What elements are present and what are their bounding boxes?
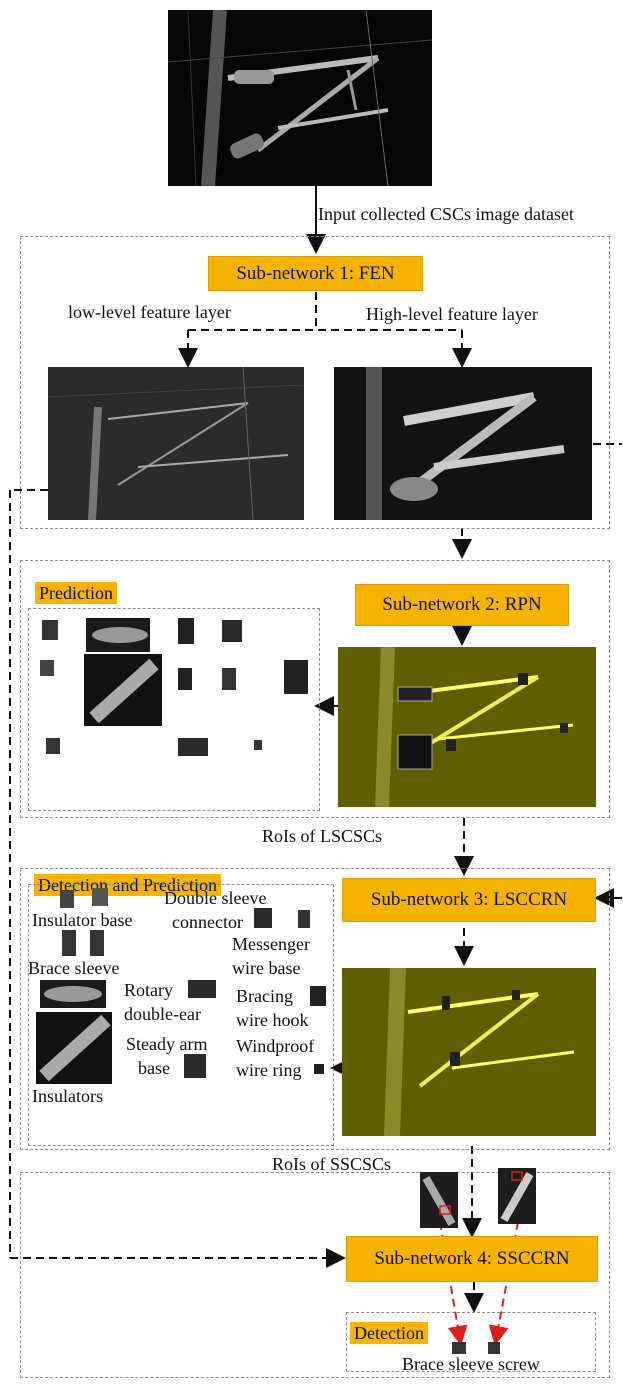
label-double-sleeve-1: Double sleeve xyxy=(164,888,267,908)
steady-arm-thumb xyxy=(184,1054,206,1078)
label-windproof-2: wire ring xyxy=(236,1060,302,1080)
ssc-caption: RoIs of SSCSCs xyxy=(272,1154,392,1174)
rpn-title: Sub-network 2: RPN xyxy=(355,584,569,626)
lsccrn-output-image xyxy=(342,968,596,1136)
label-messenger-2: wire base xyxy=(232,958,301,978)
pred-thumb xyxy=(178,668,192,690)
lsccrn-section xyxy=(20,868,610,1150)
pred-thumb xyxy=(178,738,208,756)
pred-thumb xyxy=(222,620,242,642)
pred-thumb xyxy=(46,738,60,754)
label-double-sleeve-2: connector xyxy=(172,912,243,932)
ssc-crop-left xyxy=(420,1172,458,1228)
insulator-thumb xyxy=(40,980,106,1008)
prediction-tag: Prediction xyxy=(35,582,117,604)
rpn-section xyxy=(20,560,610,818)
brace-sleeve-thumb xyxy=(62,930,76,956)
insulators-thumb xyxy=(36,1012,112,1084)
ssccrn-section xyxy=(20,1172,610,1378)
fen-title: Sub-network 1: FEN xyxy=(208,256,423,291)
label-steady-2: base xyxy=(138,1058,170,1078)
label-brace-sleeve: Brace sleeve xyxy=(28,958,120,978)
input-caption: Input collected CSCs image dataset xyxy=(318,204,574,224)
ssccrn-detection-box xyxy=(346,1312,596,1372)
label-steady-1: Steady arm xyxy=(126,1034,208,1054)
insulator-base-thumb xyxy=(60,890,74,908)
pred-thumb xyxy=(178,618,194,644)
pred-thumb xyxy=(254,740,262,750)
pred-thumb xyxy=(222,668,236,690)
high-level-label: High-level feature layer xyxy=(366,304,538,324)
detected-screw-left xyxy=(452,1342,466,1354)
detected-screw-right xyxy=(488,1342,500,1354)
label-rotary-2: double-ear xyxy=(124,1004,201,1024)
rotary-thumb xyxy=(188,980,216,998)
pred-thumb xyxy=(84,654,162,726)
low-level-label: low-level feature layer xyxy=(68,302,231,322)
label-messenger-1: Messenger xyxy=(232,934,310,954)
label-bracing-2: wire hook xyxy=(236,1010,309,1030)
lsccrn-title: Sub-network 3: LSCCRN xyxy=(342,878,596,922)
messenger-thumb xyxy=(298,910,310,928)
label-insulators: Insulators xyxy=(32,1086,103,1106)
detection-prediction-box xyxy=(28,884,334,1146)
double-sleeve-thumb xyxy=(254,908,272,928)
brace-sleeve-thumb xyxy=(90,930,104,956)
low-level-feature-map xyxy=(48,367,304,520)
fen-section xyxy=(20,236,610,529)
windproof-thumb xyxy=(314,1064,324,1074)
high-level-feature-map xyxy=(334,367,592,520)
pred-thumb xyxy=(42,620,58,640)
lsc-caption: RoIs of LSCSCs xyxy=(262,826,383,846)
pred-thumb xyxy=(86,618,150,652)
detection-result: Brace sleeve screw xyxy=(402,1354,540,1374)
insulator-base-thumb xyxy=(92,888,108,906)
label-bracing-1: Bracing xyxy=(236,986,293,1006)
label-insulator-base: Insulator base xyxy=(32,910,133,930)
bracing-thumb xyxy=(310,986,326,1006)
prediction-box xyxy=(28,608,320,811)
ssc-crop-right xyxy=(498,1168,536,1224)
detection-tag: Detection xyxy=(350,1322,428,1344)
input-catenary-image xyxy=(168,10,432,186)
pred-thumb xyxy=(40,660,54,676)
ssccrn-title: Sub-network 4: SSCCRN xyxy=(346,1236,598,1282)
rpn-output-image xyxy=(338,647,596,807)
label-rotary-1: Rotary xyxy=(124,980,173,1000)
pred-thumb xyxy=(284,660,308,694)
label-windproof-1: Windproof xyxy=(236,1036,315,1056)
detection-prediction-tag: Detection and Prediction xyxy=(34,874,221,896)
